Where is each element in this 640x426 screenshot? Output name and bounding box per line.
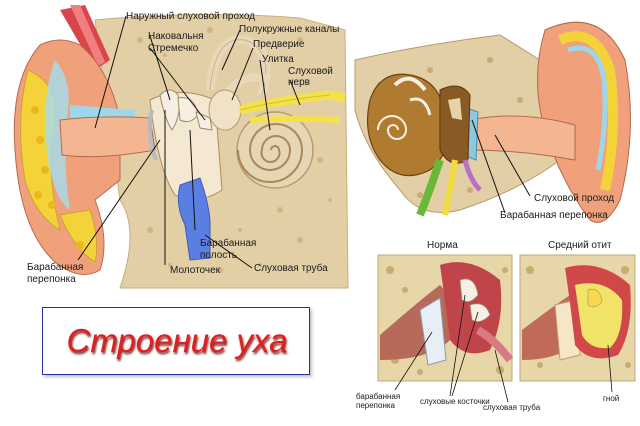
otitis-ear-panel [519,254,636,382]
label-tympanic-cavity: Барабанная полость [200,238,257,261]
label-normal-title: Норма [427,240,458,251]
title-box: Строение уха [42,307,310,375]
label-cochlea: Улитка [262,54,294,65]
label-eustachian-tube: Слуховая труба [254,263,328,274]
label-otitis-title: Средний отит [548,240,612,251]
page-title: Строение уха [66,322,288,359]
label-ear-canal: Наружный слуховой проход [126,11,256,22]
normal-ear-panel [377,254,514,382]
left-ear-diagram [0,0,350,290]
label-auditory-nerve: Слуховой нерв [288,66,333,88]
label-right-eardrum: Барабанная перепонка [500,210,608,221]
comparison-leaders [394,294,613,403]
label-incus: Наковальня [148,31,204,42]
label-comparison-eardrum: барабанная перепонка [356,392,401,410]
label-comparison-pus: гной [603,394,620,403]
label-vestibule: Предверие [253,39,305,50]
label-comparison-ossicles: слуховые косточки [420,397,490,406]
label-malleus: Молоточек [170,265,221,276]
right-ear-diagram [354,21,631,223]
label-eardrum: Барабанная перепонка [27,262,84,285]
label-semicircular-canals: Полукружные каналы [239,24,340,35]
label-right-ear-canal: Слуховой проход [534,193,615,204]
label-comparison-tube: слуховая труба [483,403,541,412]
label-stapes: Стремечко [148,43,199,54]
